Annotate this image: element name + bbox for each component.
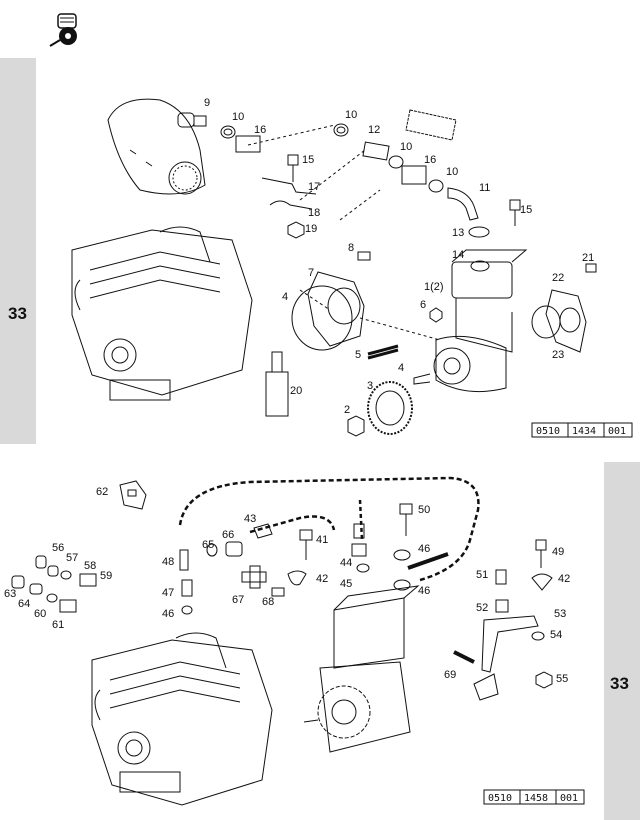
callout: 59 bbox=[100, 570, 112, 582]
callout: 43 bbox=[244, 513, 256, 525]
callout: 19 bbox=[305, 223, 317, 235]
callout: 16 bbox=[254, 124, 266, 136]
ref-code-part-3: 001 bbox=[560, 793, 578, 804]
callout: 57 bbox=[66, 552, 78, 564]
callout: 12 bbox=[368, 124, 380, 136]
ref-code-part-1: 0510 bbox=[488, 793, 512, 804]
exploded-view-top: 0510 1434 001 9 10 16 10 12 10 16 10 11 … bbox=[71, 97, 633, 438]
callout: 54 bbox=[550, 629, 562, 641]
callout: 22 bbox=[552, 272, 564, 284]
intake-housing bbox=[107, 98, 206, 195]
callout: 46 bbox=[418, 543, 430, 555]
callout: 44 bbox=[340, 557, 352, 569]
callout: 16 bbox=[424, 154, 436, 166]
callout: 14 bbox=[452, 249, 464, 261]
callout: 11 bbox=[479, 182, 490, 194]
section-tab-right bbox=[604, 462, 640, 820]
engine-part-icon bbox=[49, 13, 77, 47]
section-number-right: 33 bbox=[610, 674, 629, 693]
callout: 53 bbox=[554, 608, 566, 620]
callout: 18 bbox=[308, 207, 320, 219]
callout: 62 bbox=[96, 486, 108, 498]
callout: 51 bbox=[476, 569, 488, 581]
callout: 52 bbox=[476, 602, 488, 614]
callout: 68 bbox=[262, 596, 274, 608]
callout: 69 bbox=[444, 669, 456, 681]
callout: 6 bbox=[420, 299, 426, 311]
callout: 42 bbox=[558, 573, 570, 585]
engine-illustration-bottom bbox=[91, 632, 273, 806]
callout: 5 bbox=[355, 349, 361, 361]
callout: 67 bbox=[232, 594, 244, 606]
section-number-left: 33 bbox=[8, 304, 27, 323]
callout: 63 bbox=[4, 588, 16, 600]
ref-code-part-2: 1434 bbox=[572, 426, 596, 437]
callout: 15 bbox=[302, 154, 314, 166]
callout: 7 bbox=[308, 267, 314, 279]
callout: 23 bbox=[552, 349, 564, 361]
callout: 9 bbox=[204, 97, 210, 109]
compressor-illustration bbox=[303, 585, 420, 753]
callout: 46 bbox=[418, 585, 430, 597]
reference-code-top: 0510 1434 001 bbox=[531, 422, 633, 438]
bottom-diagram-panel bbox=[0, 462, 604, 820]
reference-code-bottom: 0510 1458 001 bbox=[483, 789, 585, 805]
callout: 3 bbox=[367, 380, 373, 392]
callout: 4 bbox=[282, 291, 288, 303]
callout: 10 bbox=[345, 109, 357, 121]
callout: 48 bbox=[162, 556, 174, 568]
pipe-loop bbox=[178, 476, 480, 582]
exploded-view-bottom: 0510 1458 001 62 43 50 48 65 66 41 44 46… bbox=[4, 476, 585, 806]
callout: 8 bbox=[348, 242, 354, 254]
callout: 47 bbox=[162, 587, 174, 599]
callout: 4 bbox=[398, 362, 404, 374]
callout: 55 bbox=[556, 673, 568, 685]
callout: 21 bbox=[582, 252, 594, 264]
callout: 1(2) bbox=[424, 281, 444, 293]
callout: 2 bbox=[344, 404, 350, 416]
callout: 17 bbox=[308, 181, 320, 193]
callout: 42 bbox=[316, 573, 328, 585]
callout: 56 bbox=[52, 542, 64, 554]
callout: 64 bbox=[18, 598, 30, 610]
callout: 10 bbox=[232, 111, 244, 123]
section-tab-left bbox=[0, 58, 36, 444]
ref-code-part-2: 1458 bbox=[524, 793, 548, 804]
callout: 66 bbox=[222, 529, 234, 541]
ref-code-part-3: 001 bbox=[608, 426, 626, 437]
callout: 13 bbox=[452, 227, 464, 239]
callout: 61 bbox=[52, 619, 64, 631]
callout: 45 bbox=[340, 578, 352, 590]
engine-illustration-top bbox=[71, 226, 253, 401]
callout: 60 bbox=[34, 608, 46, 620]
callout: 20 bbox=[290, 385, 302, 397]
callout: 10 bbox=[446, 166, 458, 178]
callouts-top: 9 10 16 10 12 10 16 10 11 15 17 18 19 15… bbox=[204, 97, 594, 416]
callouts-bottom: 62 43 50 48 65 66 41 44 46 56 57 58 59 4… bbox=[4, 486, 570, 685]
callout: 49 bbox=[552, 546, 564, 558]
callout: 10 bbox=[400, 141, 412, 153]
callout: 50 bbox=[418, 504, 430, 516]
callout: 58 bbox=[84, 560, 96, 572]
callout: 65 bbox=[202, 539, 214, 551]
ref-code-part-1: 0510 bbox=[536, 426, 560, 437]
callout: 41 bbox=[316, 534, 328, 546]
callout: 46 bbox=[162, 608, 174, 620]
callout: 15 bbox=[520, 204, 532, 216]
